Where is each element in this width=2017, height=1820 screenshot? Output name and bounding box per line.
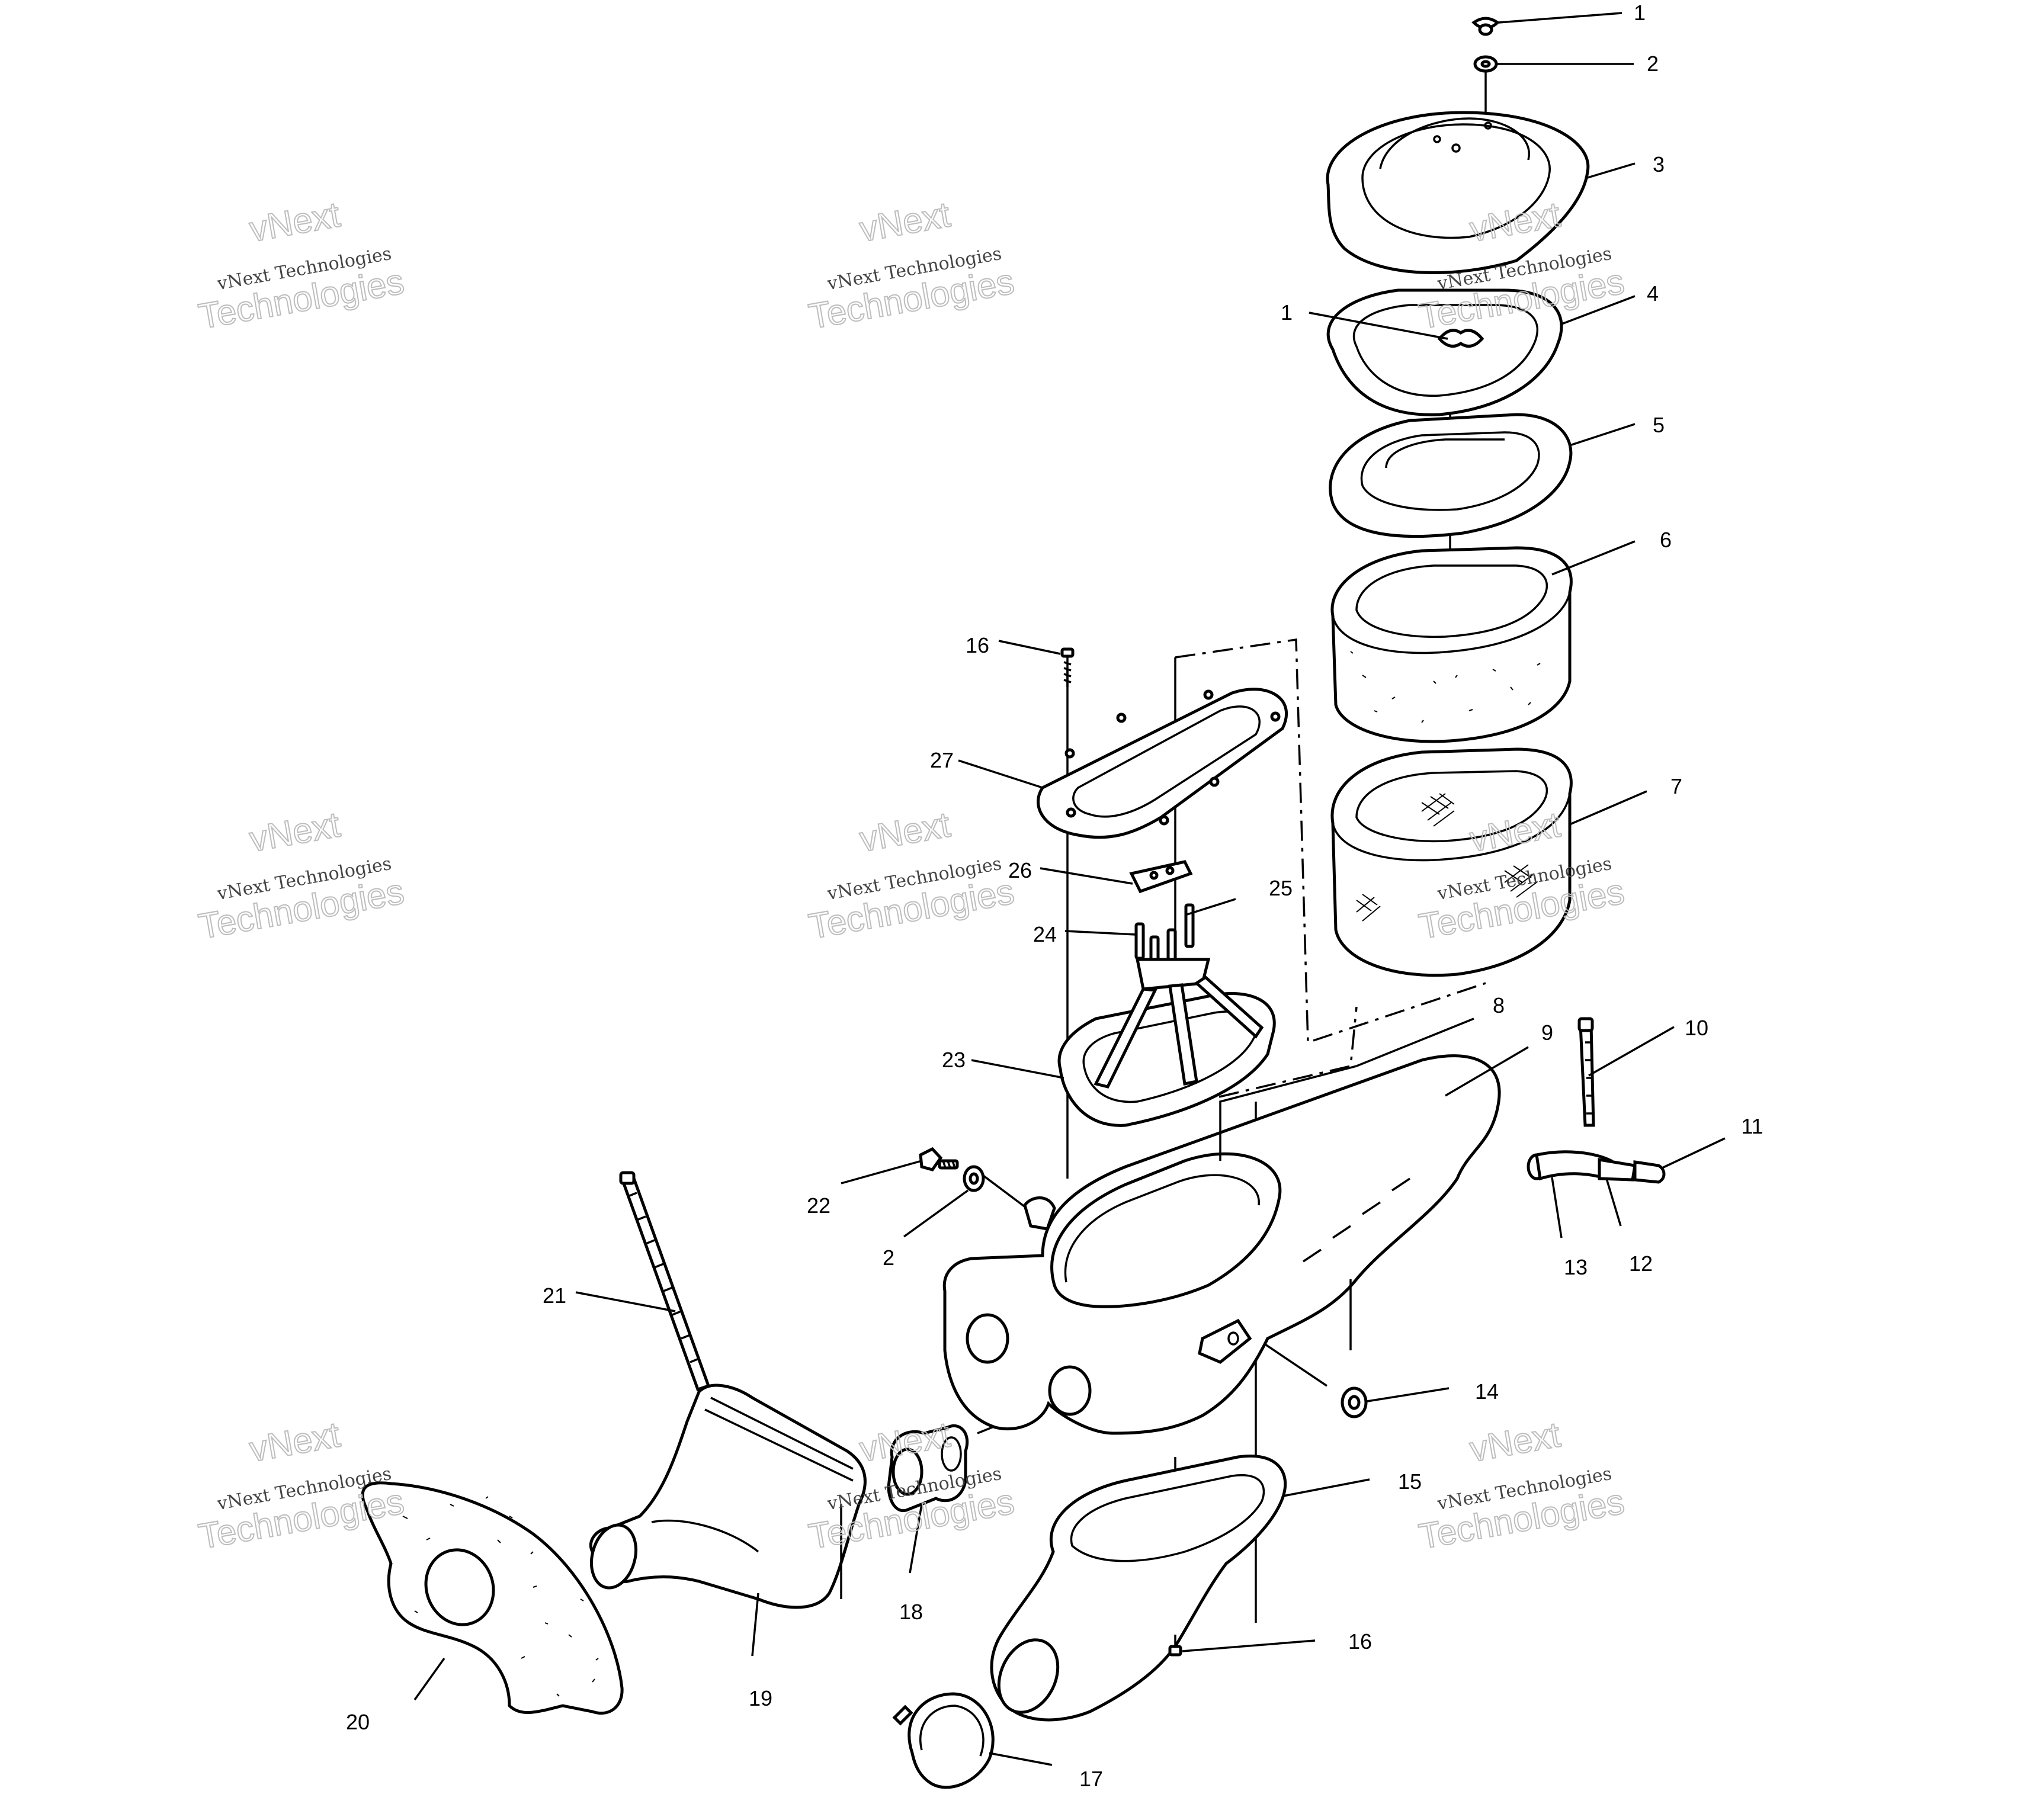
intake-duct — [990, 1455, 1287, 1722]
svg-text:vNext: vNext — [246, 194, 343, 249]
rubber-coupler — [887, 1424, 969, 1513]
callout-5: 5 — [1653, 413, 1665, 437]
watermark: vNext vNext Technologies Technologies — [805, 194, 1018, 337]
watermark: vNext vNext Technologies Technologies — [1415, 1414, 1628, 1557]
washer-side — [963, 1165, 985, 1192]
grommet — [1341, 1386, 1368, 1418]
callout-2: 2 — [883, 1246, 894, 1270]
callout-15: 15 — [1398, 1469, 1422, 1494]
watermark: vNext vNext Technologies Technologies — [195, 1414, 408, 1557]
callout-6: 6 — [1660, 528, 1672, 552]
callout-27: 27 — [930, 748, 954, 772]
callout-16: 16 — [966, 633, 989, 657]
callout-10: 10 — [1685, 1016, 1708, 1040]
callout-20: 20 — [346, 1710, 370, 1734]
adapter-flange — [1037, 688, 1288, 839]
mount-bolt — [919, 1147, 959, 1171]
callout-7: 7 — [1670, 774, 1682, 798]
intake-silencer — [589, 1384, 867, 1609]
gasket-ring — [1326, 288, 1563, 416]
callout-16: 16 — [1348, 1629, 1372, 1654]
watermark: vNext vNext Technologies Technologies — [195, 194, 408, 337]
wing-nut-top — [1471, 17, 1500, 36]
callout-19: 19 — [749, 1686, 772, 1710]
svg-text:vNext: vNext — [246, 804, 343, 859]
wing-nut-middle — [1437, 329, 1484, 348]
callout-24: 24 — [1033, 922, 1057, 946]
callout-22: 22 — [807, 1193, 830, 1218]
airbox-cover — [1326, 111, 1590, 274]
callout-25: 25 — [1269, 876, 1293, 900]
callout-numbers: 1 2 3 1 4 5 6 7 16 27 26 25 24 23 8 9 10… — [346, 1, 1763, 1791]
callout-1: 1 — [1634, 1, 1646, 25]
callout-3: 3 — [1653, 152, 1665, 176]
svg-text:vNext: vNext — [857, 804, 953, 859]
callout-2: 2 — [1647, 52, 1659, 76]
studs — [1134, 903, 1195, 968]
cable-tie-left — [619, 1171, 711, 1392]
callout-23: 23 — [942, 1048, 966, 1072]
cable-tie-right — [1577, 1017, 1595, 1127]
svg-text:vNext: vNext — [857, 194, 953, 249]
filter-top-plate — [1329, 413, 1573, 538]
screw-bottom — [1168, 1635, 1182, 1657]
foam-filter — [1330, 546, 1573, 743]
washer-top — [1473, 55, 1498, 73]
support-cage — [1057, 958, 1276, 1127]
callout-21: 21 — [543, 1283, 566, 1308]
filter-element — [1330, 747, 1573, 977]
callout-1: 1 — [1281, 300, 1293, 325]
callout-17: 17 — [1079, 1767, 1103, 1791]
svg-text:vNext: vNext — [246, 1414, 343, 1469]
callout-12: 12 — [1629, 1251, 1653, 1276]
svg-text:vNext: vNext — [1467, 1414, 1563, 1469]
screw-top — [1060, 647, 1075, 687]
hose-clamp — [892, 1692, 995, 1789]
callout-4: 4 — [1647, 281, 1659, 306]
callout-14: 14 — [1475, 1379, 1499, 1404]
callout-13: 13 — [1564, 1255, 1588, 1279]
callout-26: 26 — [1008, 858, 1032, 882]
leader-lines — [413, 12, 1726, 1766]
callout-9: 9 — [1541, 1020, 1553, 1045]
watermark: vNext vNext Technologies Technologies — [805, 804, 1018, 947]
callout-18: 18 — [899, 1600, 923, 1624]
callout-8: 8 — [1493, 993, 1505, 1017]
vent-hose — [1527, 1150, 1666, 1184]
foam-pad — [361, 1481, 624, 1715]
bracket-plate — [1129, 860, 1193, 894]
airbox-body — [942, 1054, 1501, 1435]
watermark: vNext vNext Technologies Technologies — [195, 804, 408, 947]
callout-11: 11 — [1741, 1114, 1763, 1138]
